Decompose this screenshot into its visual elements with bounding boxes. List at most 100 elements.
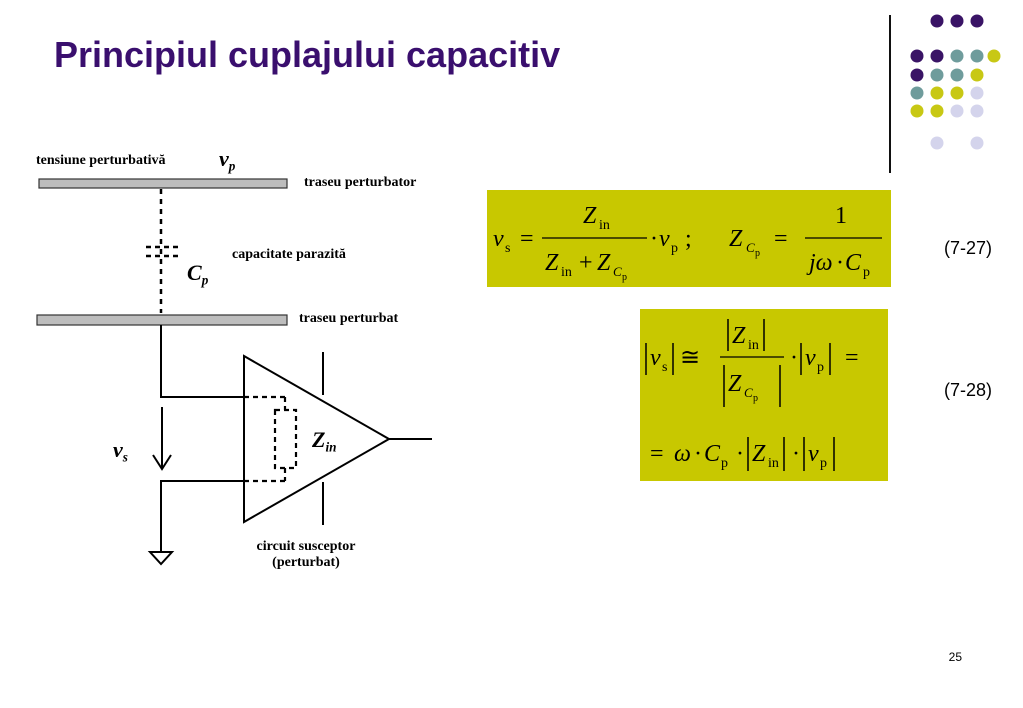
svg-text:p: p: [671, 241, 678, 256]
svg-text:Z: Z: [729, 226, 743, 252]
svg-text:·: ·: [792, 441, 800, 467]
symbol-vs-sub: s: [122, 449, 128, 465]
svg-text:v: v: [805, 345, 816, 371]
decorative-dot: [930, 49, 944, 63]
decorative-dot-grid: [910, 14, 1001, 150]
title-divider-line: [889, 15, 891, 173]
svg-text:;: ;: [685, 226, 692, 252]
svg-text:Z: Z: [597, 250, 611, 276]
decorative-dot: [950, 86, 964, 100]
label-susceptor-circuit: circuit susceptor (perturbat): [232, 539, 380, 571]
svg-text:1: 1: [835, 203, 847, 229]
decorative-dot: [930, 68, 944, 82]
disturbed-trace-bar: [36, 314, 288, 326]
decorative-dot: [950, 49, 964, 63]
symbol-vp-main: v: [219, 146, 229, 171]
decorative-dot: [970, 14, 984, 28]
label-susceptor-line1: circuit susceptor: [256, 539, 356, 554]
svg-text:v: v: [659, 226, 670, 252]
decorative-dot: [950, 14, 964, 28]
svg-text:·: ·: [736, 441, 744, 467]
svg-text:C: C: [845, 250, 862, 276]
svg-text:Z: Z: [732, 323, 746, 349]
svg-text:=: =: [520, 226, 534, 252]
page-title: Principiul cuplajului capacitiv: [54, 34, 561, 75]
decorative-dot: [950, 104, 964, 118]
decorative-dot: [910, 104, 924, 118]
svg-text:=: =: [650, 441, 664, 467]
decorative-dot: [930, 104, 944, 118]
svg-text:in: in: [561, 265, 572, 280]
svg-text:ω: ω: [674, 441, 691, 467]
equation-number-7-28: (7-28): [944, 380, 993, 400]
svg-text:C: C: [704, 441, 721, 467]
svg-text:=: =: [774, 226, 788, 252]
decorative-dot: [910, 68, 924, 82]
svg-text:=: =: [845, 345, 859, 371]
svg-text:≅: ≅: [680, 345, 700, 371]
svg-text:in: in: [768, 456, 779, 471]
symbol-cp: Cp: [187, 260, 208, 289]
label-disturbing-voltage: tensiune perturbativă: [36, 153, 166, 168]
decorative-dot: [910, 49, 924, 63]
svg-text:+: +: [579, 250, 593, 276]
symbol-zin-sub: in: [325, 439, 337, 455]
input-wire-top: [160, 325, 244, 398]
svg-text:C: C: [613, 264, 622, 279]
svg-text:p: p: [721, 456, 728, 471]
symbol-vs: vs: [113, 437, 128, 466]
decorative-dot: [970, 104, 984, 118]
svg-text:v: v: [650, 345, 661, 371]
svg-text:p: p: [820, 456, 827, 471]
ground-icon: [147, 551, 175, 566]
svg-text:v: v: [808, 441, 819, 467]
page-number: 25: [948, 650, 962, 664]
vs-arrow-head-icon: [152, 454, 172, 471]
decorative-dot: [930, 136, 944, 150]
label-susceptor-line2: (perturbat): [272, 555, 340, 570]
svg-text:Z: Z: [545, 250, 559, 276]
svg-text:v: v: [493, 226, 504, 252]
decorative-dot: [910, 86, 924, 100]
symbol-zin-main: Z: [312, 427, 326, 452]
decorative-dot: [970, 136, 984, 150]
svg-text:·: ·: [836, 250, 844, 276]
svg-text:p: p: [863, 265, 870, 280]
svg-text:s: s: [662, 360, 667, 375]
svg-text:p: p: [753, 393, 758, 404]
disturbing-trace-bar: [38, 178, 288, 189]
symbol-cp-main: C: [187, 260, 202, 285]
symbol-cp-sub: p: [201, 272, 209, 288]
decorative-dot: [930, 86, 944, 100]
svg-text:·: ·: [694, 441, 702, 467]
input-impedance-dashed: [244, 395, 298, 483]
decorative-dot: [970, 86, 984, 100]
svg-text:s: s: [505, 241, 510, 256]
svg-text:p: p: [817, 360, 824, 375]
symbol-zin: Zin: [312, 427, 336, 456]
svg-text:C: C: [746, 240, 755, 255]
capacitive-coupling-circuit: [36, 178, 432, 566]
svg-text:in: in: [748, 338, 759, 353]
svg-text:p: p: [622, 272, 627, 283]
label-disturbing-trace: traseu perturbator: [304, 175, 417, 190]
svg-text:C: C: [744, 385, 753, 400]
decorative-dot: [950, 68, 964, 82]
label-parasitic-capacitance: capacitate parazită: [232, 247, 346, 262]
symbol-vp: vp: [219, 146, 235, 175]
decorative-dot: [970, 68, 984, 82]
label-disturbed-trace: traseu perturbat: [299, 311, 399, 326]
svg-text:p: p: [755, 248, 760, 259]
svg-text:Z: Z: [752, 441, 766, 467]
svg-text:Z: Z: [728, 371, 742, 397]
symbol-vs-main: v: [113, 437, 123, 462]
symbol-vp-sub: p: [228, 158, 236, 174]
svg-text:in: in: [599, 218, 610, 233]
decorative-dot: [930, 14, 944, 28]
decorative-dot: [970, 49, 984, 63]
svg-text:·: ·: [650, 226, 658, 252]
equation-number-7-27: (7-27): [944, 238, 993, 258]
decorative-dot: [987, 49, 1001, 63]
